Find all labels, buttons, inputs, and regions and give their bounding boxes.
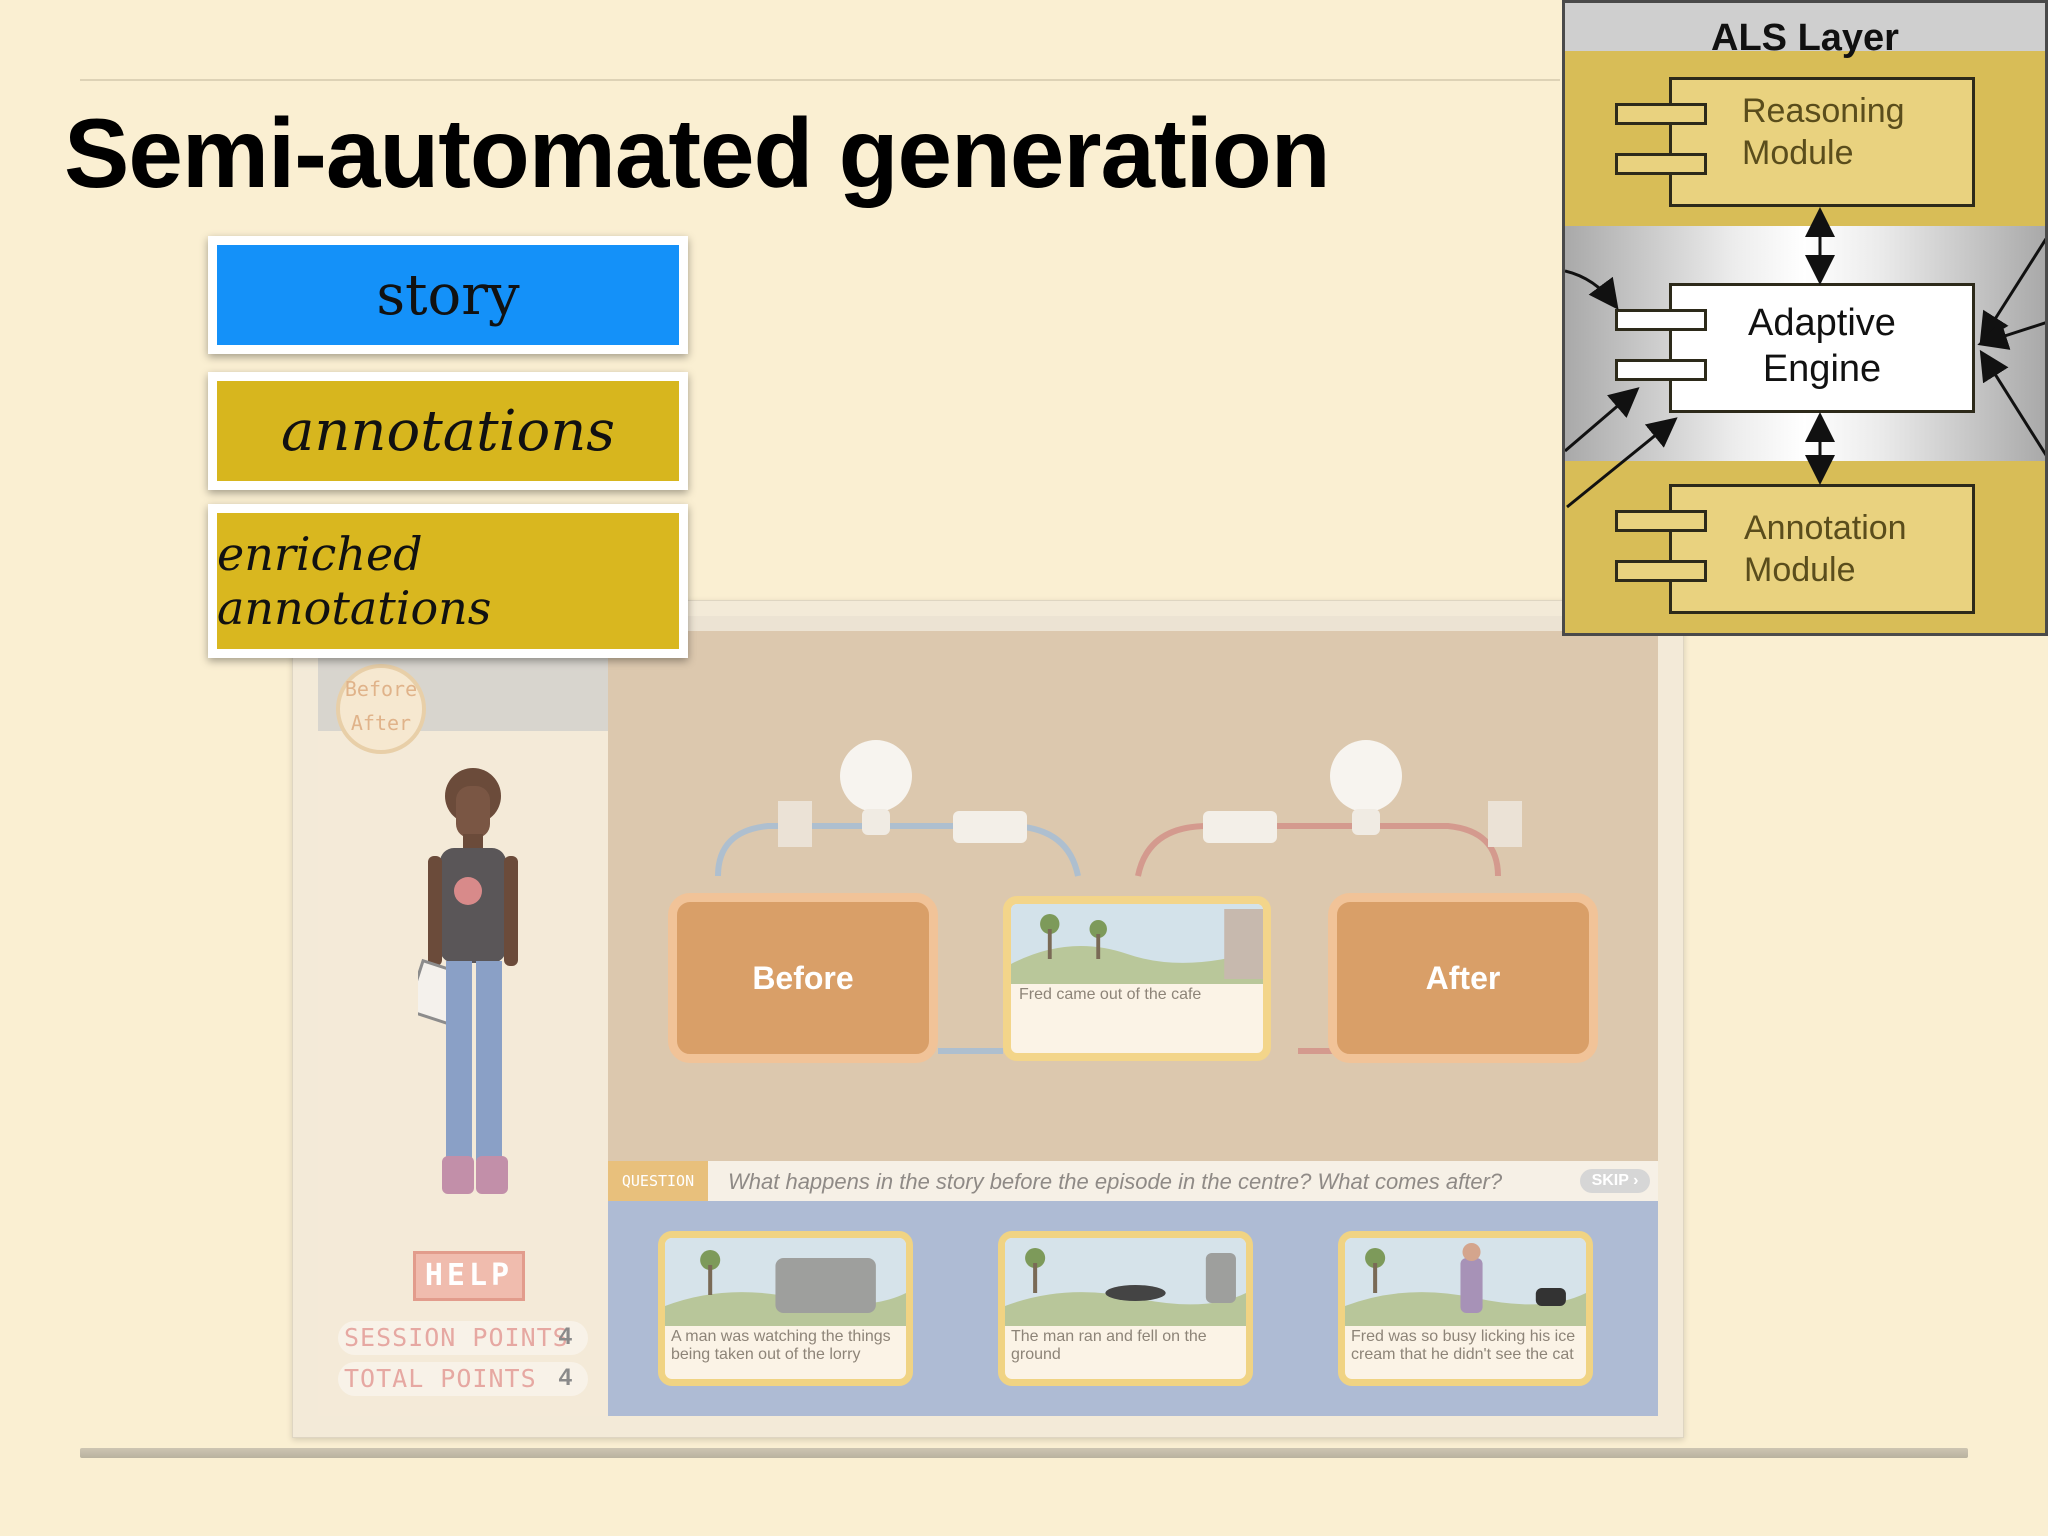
option-card[interactable]: Fred was so busy licking his ice cream t…: [1338, 1231, 1593, 1386]
component-pin: [1615, 510, 1707, 532]
center-episode-card: Fred came out of the cafe: [1003, 896, 1271, 1061]
after-slot[interactable]: After: [1328, 893, 1598, 1063]
avatar: [418, 768, 518, 1194]
option-2-image: [1005, 1238, 1246, 1326]
before-slot[interactable]: Before: [668, 893, 938, 1063]
als-title: ALS Layer: [1711, 17, 1899, 59]
engine-line-2: Engine: [1762, 348, 1882, 390]
question-bar: QUESTION What happens in the story befor…: [608, 1161, 1658, 1201]
after-slot-label: After: [1425, 959, 1501, 996]
annotation-line-2: Module: [1744, 551, 1856, 589]
answer-tray: A man was watching the things being take…: [608, 1201, 1658, 1416]
option-card[interactable]: The man ran and fell on the ground: [998, 1231, 1253, 1386]
total-points-value: 4: [558, 1364, 572, 1391]
component-pin: [1615, 153, 1707, 175]
skip-label: SKIP: [1591, 1172, 1629, 1189]
enriched-annotations-label: enriched annotations: [217, 527, 492, 635]
reasoning-module: Reasoning Module: [1669, 77, 1975, 207]
question-text: What happens in the story before the epi…: [728, 1169, 1503, 1194]
session-points-label: SESSION POINTS: [344, 1323, 569, 1352]
component-pin: [1615, 309, 1707, 331]
option-3-caption: Fred was so busy licking his ice cream t…: [1351, 1328, 1576, 1363]
before-after-badge[interactable]: Before After: [336, 664, 426, 754]
annotation-line-1: Annotation: [1744, 509, 1907, 547]
total-points-row: TOTAL POINTS 4: [338, 1362, 588, 1396]
component-pin: [1615, 560, 1707, 582]
session-points-row: SESSION POINTS 4: [338, 1321, 588, 1355]
option-card[interactable]: A man was watching the things being take…: [658, 1231, 913, 1386]
als-header-band: [1565, 3, 2045, 53]
skip-button[interactable]: SKIP ›: [1580, 1169, 1650, 1193]
option-2-caption: The man ran and fell on the ground: [1011, 1328, 1207, 1363]
bottom-rule: [80, 1448, 1968, 1458]
center-scene-image: [1011, 904, 1263, 984]
annotations-label: annotations: [280, 398, 616, 464]
cork-board: Before Fred came out of the cafe After: [608, 631, 1658, 1161]
component-pin: [1615, 359, 1707, 381]
option-1-caption: A man was watching the things being take…: [671, 1328, 891, 1363]
option-1-image: [665, 1238, 906, 1326]
badge-before-text: Before: [344, 677, 418, 701]
reasoning-line-2: Module: [1742, 134, 1854, 172]
component-pin: [1615, 103, 1707, 125]
annotations-card: annotations: [208, 372, 688, 490]
top-rule: [80, 79, 1560, 81]
total-points-label: TOTAL POINTS: [344, 1364, 537, 1393]
option-3-image: [1345, 1238, 1586, 1326]
before-slot-label: Before: [752, 959, 854, 996]
engine-line-1: Adaptive: [1748, 302, 1896, 344]
badge-after-text: After: [350, 711, 412, 735]
annotation-module: Annotation Module: [1669, 484, 1975, 614]
game-screenshot: Before After HELP SESSION POINTS 4: [292, 600, 1684, 1438]
board-top-strip: [608, 616, 1658, 631]
question-label: QUESTION: [608, 1161, 708, 1201]
help-button[interactable]: HELP: [413, 1251, 525, 1301]
game-window: Before After HELP SESSION POINTS 4: [318, 616, 1658, 1416]
session-points-value: 4: [558, 1323, 572, 1350]
reasoning-line-1: Reasoning: [1742, 92, 1905, 130]
als-layer-diagram: ALS Layer Reasoning Module Adaptive Engi…: [1562, 0, 2048, 636]
story-card: story: [208, 236, 688, 354]
als-connector-arrows: [1565, 207, 2045, 509]
center-caption: Fred came out of the cafe: [1019, 986, 1202, 1003]
slide-title: Semi-automated generation: [64, 98, 1331, 208]
adaptive-engine: Adaptive Engine: [1669, 283, 1975, 413]
game-left-panel: Before After HELP SESSION POINTS 4: [318, 616, 608, 1416]
story-label: story: [376, 262, 520, 328]
enriched-annotations-card: enriched annotations: [208, 504, 688, 658]
